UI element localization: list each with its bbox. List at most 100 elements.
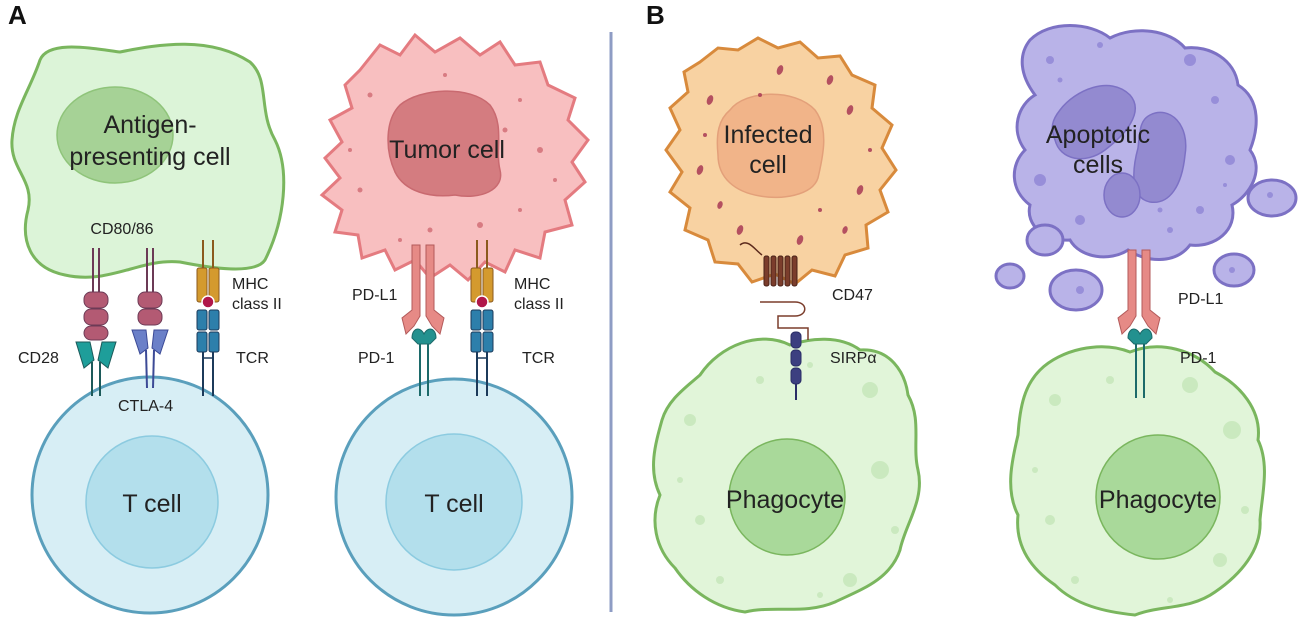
texture-dot [553,178,557,182]
infected-cell: Infected cell [664,36,898,286]
phagocyte-left-label: Phagocyte [726,486,844,514]
texture-dot [518,208,522,212]
apc-label-line1: Antigen- [103,111,196,139]
texture-dot [695,515,705,525]
texture-dot [1182,377,1198,393]
phagocyte-right: Phagocyte [1009,345,1266,617]
texture-dot [703,133,707,137]
texture-dot [807,362,813,368]
phagocyte-left: Phagocyte [652,337,921,614]
texture-dot [357,187,363,193]
mhc-a1-label-line2: class II [232,296,282,313]
texture-dot [1184,54,1196,66]
texture-dot [842,226,848,234]
t-cell-left-label: T cell [122,490,181,518]
ctla4-label: CTLA-4 [118,398,173,415]
tumor-cell: Tumor cell [319,32,590,283]
t-cell-right: T cell [334,377,574,617]
texture-dot [518,98,522,102]
texture-dot [348,148,352,152]
texture-dot [1046,56,1054,64]
antigen-presenting-cell: Antigen- presenting cell [10,42,286,279]
texture-dot [891,526,899,534]
cd47-label: CD47 [832,287,873,304]
texture-dot [367,92,373,98]
mhc-a1-label-line1: MHC [232,276,268,293]
texture-dot [817,592,823,598]
texture-dot [1075,215,1085,225]
texture-dot [843,573,857,587]
texture-dot [1049,394,1061,406]
texture-dot [756,376,764,384]
panel-b-letter: B [646,0,665,30]
texture-dot [1225,155,1235,165]
pdl1-pd1-complex-b [1117,249,1161,398]
texture-dot [716,576,724,584]
texture-dot [443,73,447,77]
texture-dot [1223,183,1227,187]
mhc-a2-label-line2: class II [514,296,564,313]
cd80-cd28-complex [75,248,117,396]
texture-dot [1034,174,1046,186]
texture-dot [1071,576,1079,584]
texture-dot [758,93,762,97]
texture-dot [856,185,864,195]
texture-dot [537,147,543,153]
texture-dot [717,201,723,209]
texture-dot [1076,286,1084,294]
mhc-tcr-complex-left [196,240,220,396]
texture-dot [826,75,834,85]
texture-dot [1229,267,1235,273]
texture-dot [1106,376,1114,384]
t-cell-right-label: T cell [424,490,483,518]
cd47-sirpa-complex [739,242,809,400]
cd80-86-label: CD80/86 [90,221,153,238]
texture-dot [1223,421,1241,439]
pd1-b2-label: PD-1 [1180,350,1217,367]
tcr-a1-label: TCR [236,350,269,367]
texture-dot [1167,597,1173,603]
infected-cell-label-line1: Infected [724,121,813,149]
texture-dot [871,461,889,479]
texture-dot [398,238,402,242]
pdl1-a2-label: PD-L1 [352,287,397,304]
mhc-a2-label-line1: MHC [514,276,550,293]
sirpa-label: SIRPα [830,350,877,367]
texture-dot [736,225,744,235]
texture-dot [477,222,483,228]
texture-dot [776,65,784,75]
pdl1-b2-label: PD-L1 [1178,291,1223,308]
texture-dot [1057,77,1063,83]
apoptotic-cells-label-line2: cells [1073,151,1123,179]
pdl1-pd1-complex-a [401,244,445,396]
cd80-ctla4-complex [131,248,169,389]
texture-dot [677,477,683,483]
texture-dot [1032,467,1038,473]
texture-dot [1241,506,1249,514]
t-cell-left: T cell [30,375,270,615]
texture-dot [846,105,854,115]
apoptotic-cells-label-line1: Apoptotic [1046,121,1150,149]
texture-dot [1167,227,1173,233]
texture-dot [706,95,714,105]
texture-dot [862,382,878,398]
texture-dot [1045,515,1055,525]
texture-dot [427,227,433,233]
texture-dot [868,148,872,152]
pd1-a2-label: PD-1 [358,350,395,367]
tcr-a2-label: TCR [522,350,555,367]
apoptotic-cells: Apoptotic cells [994,24,1298,312]
texture-dot [684,414,696,426]
texture-dot [1196,206,1204,214]
cd28-label: CD28 [18,350,59,367]
texture-dot [1097,42,1103,48]
texture-dot [1267,192,1273,198]
tumor-cell-label: Tumor cell [389,136,505,164]
phagocyte-right-label: Phagocyte [1099,486,1217,514]
apc-label-line2: presenting cell [69,143,230,171]
texture-dot [1213,553,1227,567]
texture-dot [818,208,822,212]
texture-dot [1211,96,1219,104]
infected-cell-label-line2: cell [749,151,787,179]
